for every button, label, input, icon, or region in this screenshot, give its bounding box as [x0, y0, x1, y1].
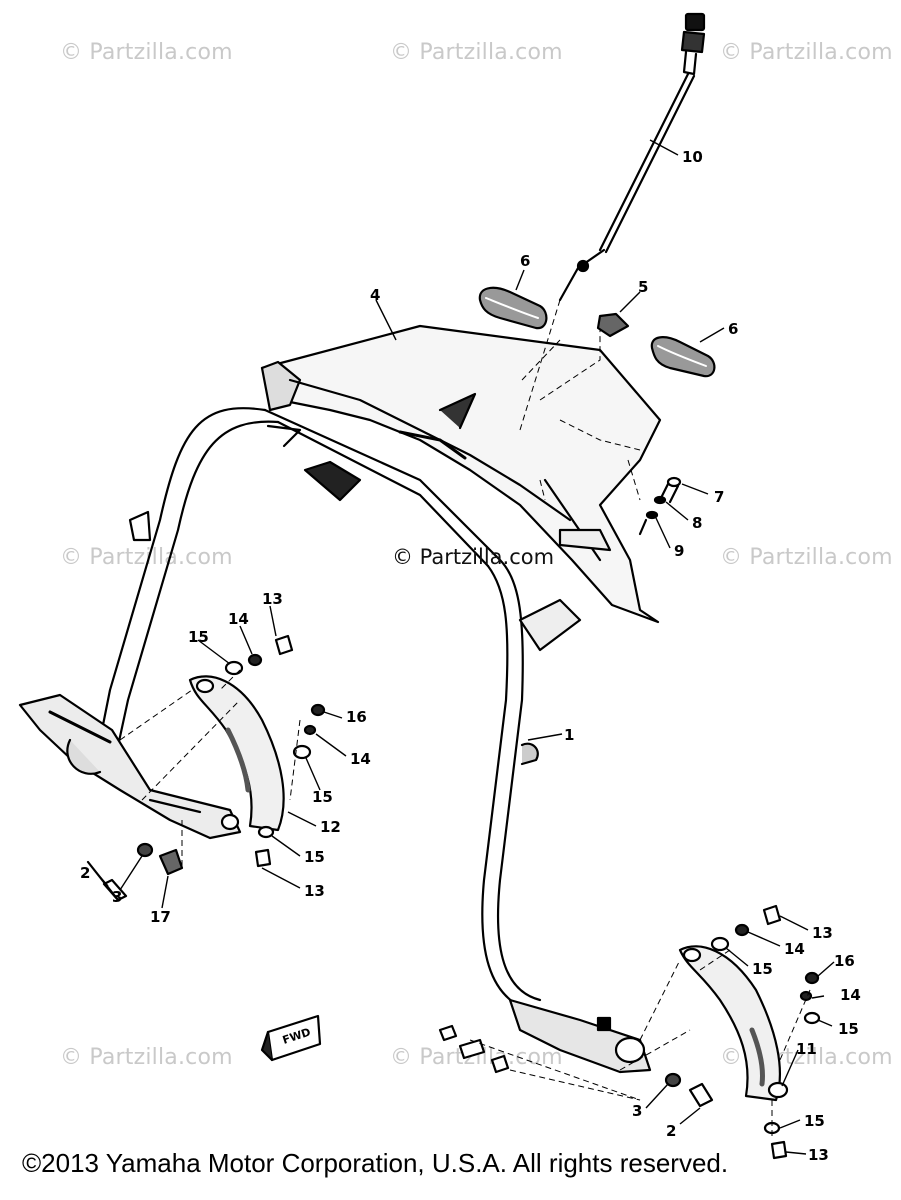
callout-15: 15 — [838, 1020, 859, 1038]
dashed-leaders — [119, 299, 811, 1140]
callout-16: 16 — [834, 952, 855, 970]
rubber-block-part-6 — [478, 286, 548, 330]
bolt-part-13c — [762, 904, 782, 926]
nut-part-14 — [247, 653, 263, 667]
callout-15: 15 — [804, 1112, 825, 1130]
nut-part-14c — [734, 923, 750, 937]
callout-3: 3 — [112, 888, 122, 906]
callout-14: 14 — [350, 750, 371, 768]
callout-1: 1 — [564, 726, 574, 744]
washer-part-3 — [136, 842, 154, 858]
callout-14: 14 — [228, 610, 249, 628]
callout-4: 4 — [370, 286, 380, 304]
bolt-part-13b — [254, 848, 272, 868]
bolt-part-13 — [274, 634, 294, 656]
callout-6: 6 — [520, 252, 530, 270]
watermark: © Partzilla.com — [720, 40, 893, 65]
callout-14: 14 — [784, 940, 805, 958]
watermark: © Partzilla.com — [390, 40, 563, 65]
watermark: © Partzilla.com — [60, 40, 233, 65]
bracket-part-11 — [678, 945, 789, 1102]
nut-part-16b — [804, 971, 820, 985]
callout-7: 7 — [714, 488, 724, 506]
washer-part-3b — [664, 1072, 682, 1088]
washer-part-15c — [257, 825, 275, 839]
callout-labels: 10 6 5 6 4 7 8 9 1 13 14 15 16 14 15 12 … — [80, 148, 861, 1164]
callout-6: 6 — [728, 320, 738, 338]
nut-part-16 — [310, 703, 326, 717]
plate-part-17 — [158, 848, 184, 876]
callout-8: 8 — [692, 514, 702, 532]
callout-3: 3 — [632, 1102, 642, 1120]
callout-9: 9 — [674, 542, 684, 560]
washer-part-15 — [224, 660, 244, 676]
frame-part-1 — [98, 407, 582, 1014]
callout-16: 16 — [346, 708, 367, 726]
forward-arrow-icon — [260, 1014, 322, 1062]
callout-14: 14 — [840, 986, 861, 1004]
washer-part-15e — [803, 1011, 821, 1025]
center-watermark: © Partzilla.com — [392, 545, 555, 569]
watermark: © Partzilla.com — [720, 545, 893, 570]
callout-10: 10 — [682, 148, 703, 166]
callout-12: 12 — [320, 818, 341, 836]
callout-15: 15 — [312, 788, 333, 806]
bolt-part-2b — [688, 1082, 714, 1108]
callout-15: 15 — [188, 628, 209, 646]
callout-5: 5 — [638, 278, 648, 296]
callout-13: 13 — [262, 590, 283, 608]
right-foot-assembly — [508, 998, 652, 1074]
callout-11: 11 — [796, 1040, 817, 1058]
watermark: © Partzilla.com — [60, 1045, 233, 1070]
nut-part-14b — [303, 724, 317, 736]
washer-part-15d — [710, 936, 730, 952]
callout-13: 13 — [808, 1146, 829, 1164]
panel-part-4 — [260, 324, 662, 624]
left-foot-assembly — [18, 693, 242, 840]
callout-2: 2 — [80, 864, 90, 882]
callout-leaders — [93, 139, 835, 1155]
nut-part-14d — [799, 990, 813, 1002]
callout-13: 13 — [304, 882, 325, 900]
callout-15: 15 — [752, 960, 773, 978]
rubber-block-part-5 — [596, 312, 630, 338]
washer-part-15b — [292, 744, 312, 760]
small-bolt-center — [438, 1024, 510, 1074]
bolt-part-13d — [770, 1140, 788, 1160]
callout-17: 17 — [150, 908, 171, 926]
washer-part-9 — [638, 510, 659, 536]
callout-15: 15 — [304, 848, 325, 866]
rubber-block-part-6b — [650, 336, 716, 378]
copyright-notice: ©2013 Yamaha Motor Corporation, U.S.A. A… — [22, 1148, 729, 1178]
bracket-part-12 — [188, 675, 285, 832]
callout-2: 2 — [666, 1122, 676, 1140]
callout-13: 13 — [812, 924, 833, 942]
cable-part-10 — [558, 12, 706, 302]
washer-part-8 — [653, 495, 667, 505]
